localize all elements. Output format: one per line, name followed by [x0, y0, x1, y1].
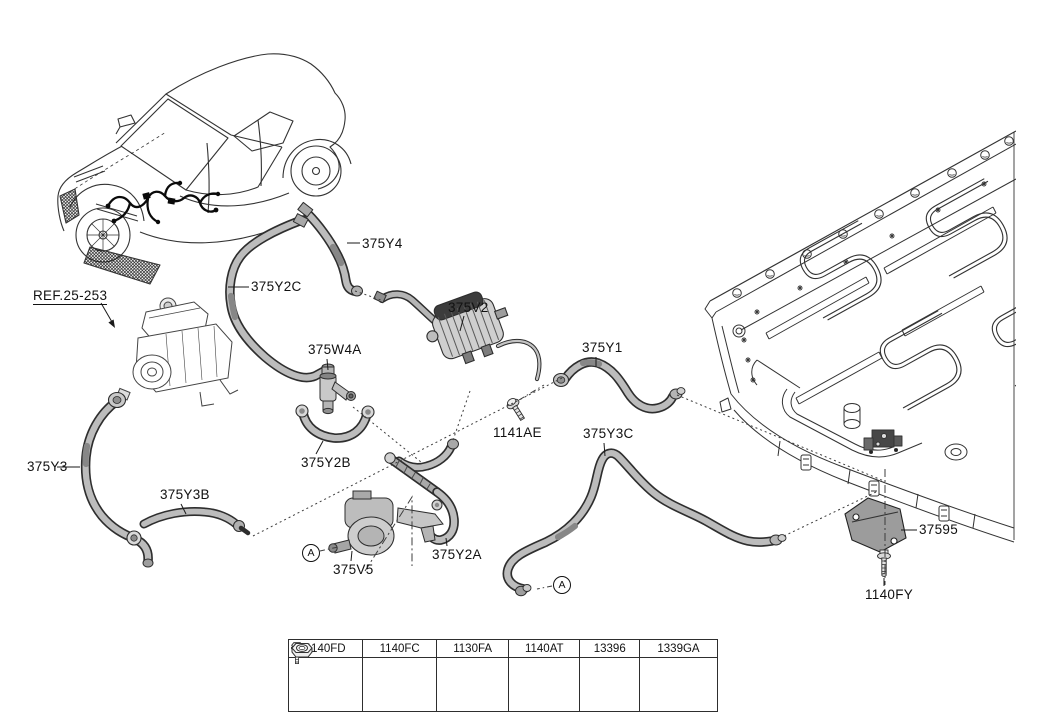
- part-label-375V5[interactable]: 375V5: [333, 562, 374, 577]
- fastener-part-13396[interactable]: 13396: [579, 638, 640, 659]
- canister-375V2: [426, 291, 509, 365]
- ref-label[interactable]: REF.25-253: [33, 288, 108, 305]
- hose-375V2-inlet: [373, 290, 440, 326]
- valve-375W4A: [319, 363, 356, 415]
- fastener-header-row: 1140FD 1140FC 1130FA 1140AT 13396 1339GA: [287, 638, 718, 659]
- hose-375Y3: [80, 391, 154, 568]
- fastener-icon-row: [287, 641, 718, 712]
- leader-lines: [57, 242, 917, 586]
- part-label-375Y2A[interactable]: 375Y2A: [432, 547, 482, 562]
- part-label-375Y2B[interactable]: 375Y2B: [301, 455, 351, 470]
- car-illustration: [57, 53, 352, 285]
- pump-375V5: [328, 490, 444, 556]
- detail-marker-a2: A: [553, 576, 571, 594]
- part-label-375Y4[interactable]: 375Y4: [362, 236, 403, 251]
- hose-375Y4: [297, 201, 363, 297]
- part-label-375W4A[interactable]: 375W4A: [308, 342, 362, 357]
- part-label-375V2[interactable]: 375V2: [448, 300, 489, 315]
- part-label-375Y3[interactable]: 375Y3: [27, 459, 68, 474]
- assembly-lines: [252, 290, 886, 590]
- fastener-part-1140AT[interactable]: 1140AT: [508, 638, 581, 659]
- part-label-375Y1[interactable]: 375Y1: [582, 340, 623, 355]
- bolt-1141AE: [506, 397, 526, 422]
- nut-icon: [290, 642, 313, 657]
- part-label-1141AE[interactable]: 1141AE: [493, 425, 542, 440]
- detail-marker-a1: A: [302, 544, 320, 562]
- hose-375Y2B: [295, 404, 375, 443]
- battery-pack: [704, 130, 1016, 543]
- hoses: [80, 201, 787, 597]
- fastener-part-1339GA[interactable]: 1339GA: [639, 638, 718, 659]
- hose-375Y2C: [225, 213, 331, 383]
- grille-mesh: [59, 188, 80, 224]
- heater-assembly: [116, 297, 239, 407]
- fastener-part-1130FA[interactable]: 1130FA: [436, 638, 510, 659]
- harness-connectors: [105, 180, 221, 225]
- part-label-1140FY[interactable]: 1140FY: [865, 587, 914, 602]
- bracket-37595: [844, 497, 907, 553]
- hose-375Y1: [552, 357, 686, 414]
- part-label-37595[interactable]: 37595: [919, 522, 959, 537]
- intake-mesh: [83, 246, 161, 285]
- part-label-375Y3C[interactable]: 375Y3C: [583, 426, 634, 441]
- part-label-375Y3B[interactable]: 375Y3B: [160, 487, 210, 502]
- bolt-1140FY: [877, 549, 891, 577]
- fastener-table: 1140FD 1140FC 1130FA 1140AT 13396 1339GA: [287, 638, 718, 712]
- hose-375Y3C: [502, 448, 787, 597]
- part-label-375Y2C[interactable]: 375Y2C: [251, 279, 302, 294]
- hose-375Y3B: [139, 507, 251, 536]
- fastener-part-1140FC[interactable]: 1140FC: [362, 638, 438, 659]
